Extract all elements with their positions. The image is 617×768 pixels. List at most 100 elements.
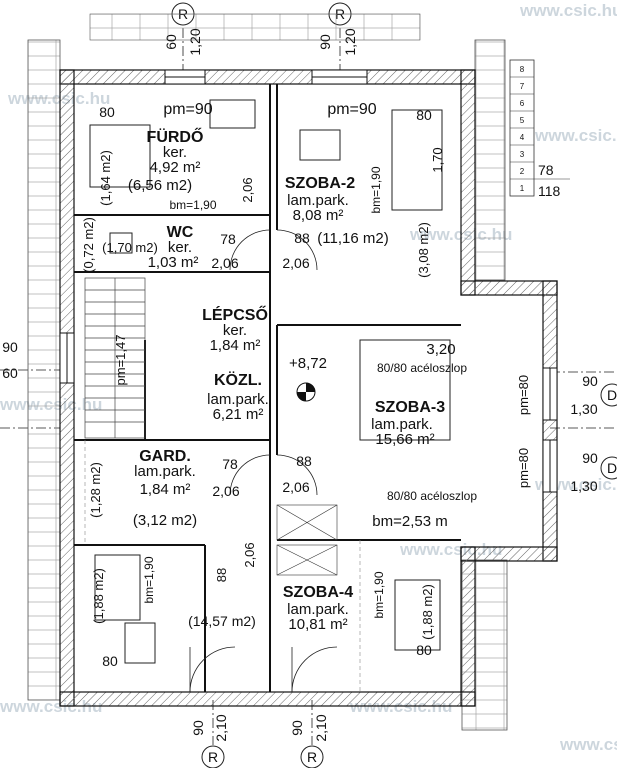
chair-icon bbox=[124, 622, 156, 664]
room-name-szoba2: SZOBA-2 bbox=[285, 175, 355, 192]
cabinet-icon bbox=[394, 579, 441, 651]
room-side-szoba2: (3,08 m2) bbox=[416, 222, 431, 278]
windows bbox=[59, 69, 558, 493]
dimension-text: 1,20 bbox=[342, 28, 358, 55]
door-dimension: 2,06 bbox=[211, 255, 238, 271]
door-swing bbox=[229, 454, 271, 496]
stair-dimension: 118 bbox=[538, 183, 561, 199]
stair-step-number: 6 bbox=[520, 99, 525, 108]
room-width-szoba3: 3,20 bbox=[426, 341, 455, 358]
room-floor-gard: lam.park. bbox=[134, 463, 196, 480]
room-floor-kozl: lam.park. bbox=[207, 391, 269, 408]
toilet-icon bbox=[109, 232, 133, 254]
door-dimension: 78 bbox=[220, 231, 236, 247]
door-swing bbox=[276, 229, 318, 271]
room-name-wc: WC bbox=[167, 224, 194, 241]
room-bm-szoba4: bm=1,90 bbox=[142, 556, 156, 603]
room-width-szoba4: 80 bbox=[416, 642, 432, 658]
room-floor-szoba3: lam.park. bbox=[371, 416, 433, 433]
column-markers bbox=[276, 504, 338, 576]
dimension-text: 1,20 bbox=[187, 28, 203, 55]
room-floor-szoba4: lam.park. bbox=[287, 601, 349, 618]
room-area-szoba2: 8,08 m² bbox=[293, 207, 344, 224]
room-gross-szoba2: (11,16 m2) bbox=[317, 230, 388, 247]
axis-label: R bbox=[307, 749, 317, 765]
room-name-szoba3: SZOBA-3 bbox=[375, 399, 445, 416]
room-width-furdo: 80 bbox=[99, 104, 115, 120]
door-dimension: 88 bbox=[294, 230, 310, 246]
axis-marker bbox=[600, 456, 617, 480]
room-side-szoba4: (1,88 m2) bbox=[91, 568, 106, 624]
room-pm-szoba3: pm=80 bbox=[516, 448, 531, 488]
room-area-kozl: 6,21 m² bbox=[213, 406, 264, 423]
watermark: www.csic.hu bbox=[534, 126, 617, 145]
room-width-szoba2: 80 bbox=[416, 107, 432, 123]
stair-step-number: 3 bbox=[520, 150, 525, 159]
room-area-lepcso: 1,84 m² bbox=[210, 337, 261, 354]
dimension-text: 90 bbox=[289, 720, 305, 736]
bathroom-fixtures bbox=[89, 99, 451, 664]
axis-marker bbox=[201, 745, 225, 768]
room-h-furdo: (1,64 m2) bbox=[98, 150, 113, 206]
watermark: www.csic.hu bbox=[559, 735, 617, 754]
staircase bbox=[84, 277, 146, 439]
stair-step-number: 2 bbox=[520, 167, 525, 176]
room-side-wc: (0,72 m2) bbox=[81, 217, 96, 273]
dimension-text: 90 bbox=[582, 450, 598, 466]
axis-label: D bbox=[607, 387, 617, 403]
room-pm-szoba3: pm=80 bbox=[516, 375, 531, 415]
dimension-text: 90 bbox=[317, 34, 333, 50]
room-column-szoba3: 80/80 acéloszlop bbox=[387, 489, 477, 503]
room-pm-szoba2: pm=90 bbox=[327, 101, 376, 118]
room-name-lepcso: LÉPCSŐ bbox=[202, 305, 268, 324]
room-name-szoba4: SZOBA-4 bbox=[283, 584, 353, 601]
door-swing bbox=[229, 229, 271, 271]
door-dimension: 88 bbox=[214, 568, 229, 582]
room-area-szoba3: 15,66 m² bbox=[375, 431, 434, 448]
axis-marker bbox=[600, 383, 617, 407]
room-area-gard: 1,84 m² bbox=[140, 481, 191, 498]
stair-step-number: 7 bbox=[520, 82, 525, 91]
dimension-text: 1,30 bbox=[570, 478, 597, 494]
room-name-kozl: KÖZL. bbox=[214, 370, 262, 389]
dimension-text: 60 bbox=[2, 365, 18, 381]
stair-step-number: 8 bbox=[520, 65, 525, 74]
room-area-szoba4: 10,81 m² bbox=[288, 616, 347, 633]
room-gross-furdo: (6,56 m2) bbox=[128, 177, 192, 194]
room-side-szoba4: (1,88 m2) bbox=[420, 584, 435, 640]
room-bm-szoba3: bm=2,53 m bbox=[372, 513, 447, 530]
door-dimension: 2,06 bbox=[212, 483, 239, 499]
room-side-gard: (1,28 m2) bbox=[88, 462, 103, 518]
door-swing bbox=[291, 646, 338, 693]
roof-tiles-top bbox=[89, 13, 421, 41]
room-bm-szoba2: bm=1,90 bbox=[369, 166, 383, 213]
room-floor-wc: ker. bbox=[168, 239, 192, 256]
door-dimension: 2,06 bbox=[240, 177, 255, 202]
axis-marker bbox=[300, 745, 324, 768]
room-pm-furdo: pm=90 bbox=[163, 101, 212, 118]
door-dimension: 2,06 bbox=[282, 255, 309, 271]
axis-label: R bbox=[208, 749, 218, 765]
dimension-text: 2,10 bbox=[213, 714, 229, 741]
room-bm-szoba4: bm=1,90 bbox=[372, 571, 386, 618]
dimension-text: 1,30 bbox=[570, 401, 597, 417]
dimension-text: 60 bbox=[163, 34, 179, 50]
dimension-text: 90 bbox=[2, 339, 18, 355]
doors bbox=[189, 229, 338, 693]
roof-tiles-right bbox=[474, 39, 506, 281]
bathtub-icon bbox=[89, 124, 151, 188]
room-name-gard: GARD. bbox=[139, 448, 191, 465]
room-level-kozl: +8,72 bbox=[289, 355, 327, 372]
room-column-szoba3: 80/80 acéloszlop bbox=[377, 361, 467, 375]
room-pm-lepcso: pm=1,47 bbox=[113, 335, 128, 386]
room-floor-lepcso: ker. bbox=[223, 322, 247, 339]
stair-step-number: 4 bbox=[520, 133, 525, 142]
room-h-szoba2: 1,70 bbox=[430, 147, 445, 172]
door-dimension: 88 bbox=[296, 453, 312, 469]
room-name-furdo: FÜRDŐ bbox=[147, 127, 204, 146]
room-area-wc: 1,03 m² bbox=[148, 254, 199, 271]
room-gross-szoba4: (14,57 m2) bbox=[188, 613, 256, 629]
stair-dimension: 78 bbox=[538, 162, 554, 178]
desk-icon bbox=[299, 129, 341, 161]
